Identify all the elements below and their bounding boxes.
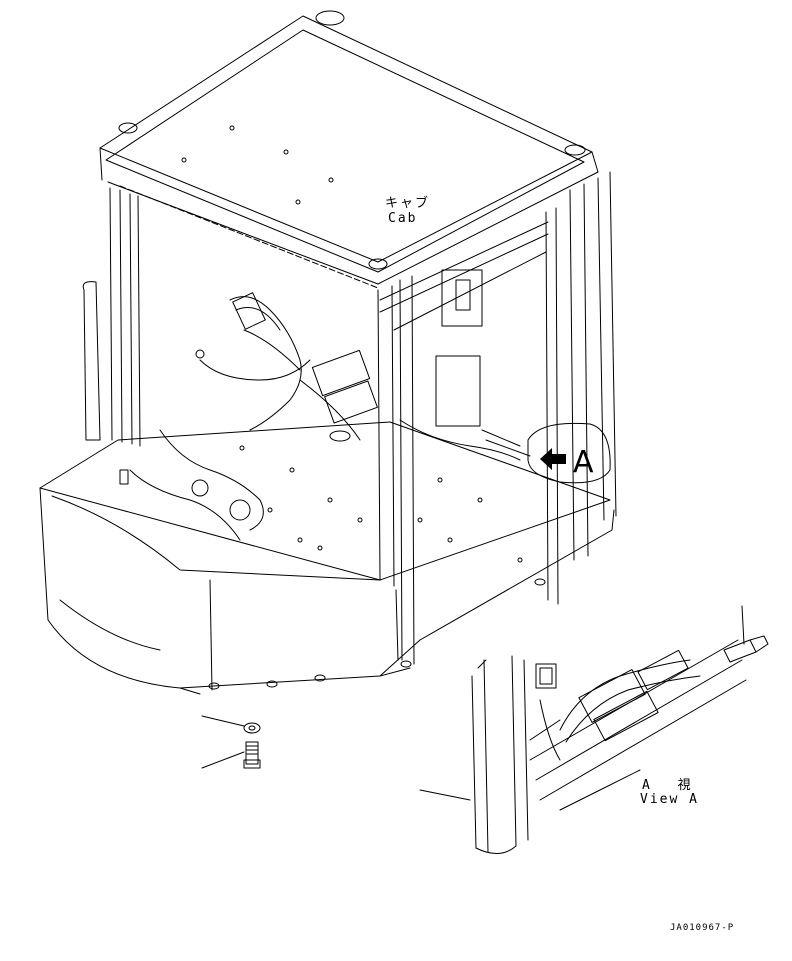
washer-and-bolt — [201, 715, 261, 769]
cab-frame — [82, 171, 617, 665]
wiring-harness — [119, 269, 531, 541]
view-callout-letter: A — [573, 445, 594, 480]
cab-label-english: Cab — [388, 211, 418, 226]
view-a-detail — [419, 639, 747, 854]
view-label-japanese: A 視 — [642, 778, 701, 793]
connector-part — [723, 605, 769, 663]
filled-arrow-left-icon — [540, 448, 566, 470]
cab-roof — [99, 10, 599, 289]
drawing-code: JA010967-P — [670, 923, 735, 933]
cab-floor-body — [39, 421, 615, 695]
view-label-english: View A — [640, 792, 699, 807]
cab-label-japanese: キャブ — [385, 196, 431, 211]
callout-bubble — [527, 422, 611, 484]
